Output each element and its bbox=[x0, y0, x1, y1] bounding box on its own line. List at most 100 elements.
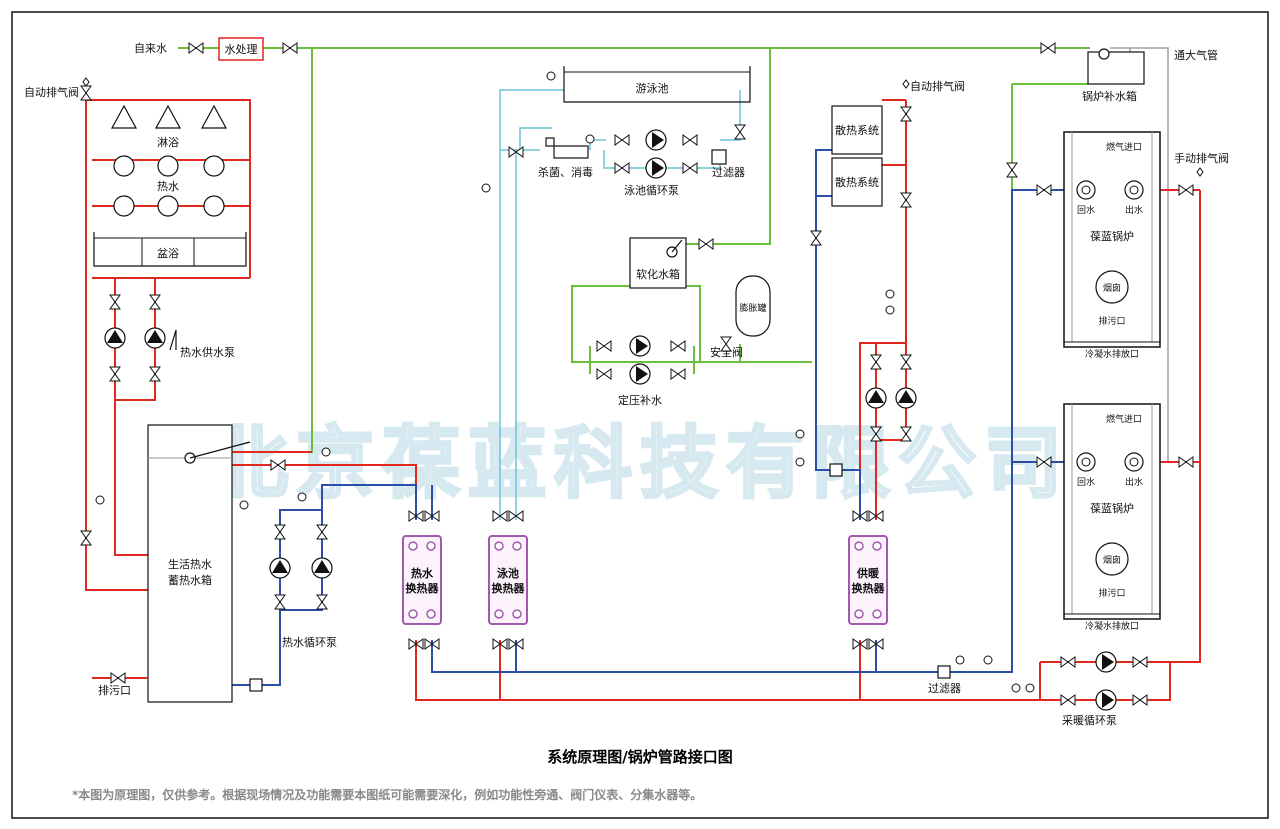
radiator-system-1 bbox=[831, 105, 883, 155]
circ-pump-valve bbox=[316, 524, 328, 540]
storage-tank-label-1: 生活热水 bbox=[168, 557, 212, 571]
swimming-pool bbox=[563, 66, 751, 103]
pool-pump-label: 泳池循环泵 bbox=[624, 183, 679, 197]
filter-icon bbox=[937, 665, 951, 679]
softened-tank-valve bbox=[698, 238, 714, 250]
sterilizer-unit bbox=[553, 145, 589, 159]
hot-water-circ-pump-label: 热水循环泵 bbox=[282, 636, 337, 649]
heating-pump-valve bbox=[1060, 694, 1076, 706]
heating-pump-valve bbox=[1060, 656, 1076, 668]
circ-pump-valve bbox=[274, 524, 286, 540]
heating-pump-label: 采暖循环泵 bbox=[1062, 714, 1117, 727]
pressure-gauge-icon bbox=[585, 134, 595, 144]
tap-water-valve bbox=[188, 42, 204, 54]
radiator1-label: 散热系统 bbox=[835, 123, 879, 137]
auto-vent-right-label: 自动排气阀 bbox=[910, 79, 965, 93]
pressure-makeup-pump-icon bbox=[629, 363, 651, 385]
pool-pump-icon bbox=[645, 129, 667, 151]
heating-circ-pump-icon bbox=[1095, 651, 1117, 673]
boiler-return-valve bbox=[1036, 184, 1052, 196]
hx-pool-label-2: 换热器 bbox=[492, 581, 526, 595]
auto-vent-left-valve bbox=[80, 85, 92, 101]
auto-vent-left-label: 自动排气阀 bbox=[24, 85, 79, 99]
pool-label: 游泳池 bbox=[636, 81, 669, 95]
supply-pump-valve bbox=[149, 294, 161, 310]
hot-water-label: 热水 bbox=[157, 180, 179, 193]
flue-label-2: 烟囱 bbox=[1103, 554, 1121, 566]
radiator-pump-icon bbox=[895, 387, 917, 409]
pressure-gauge-icon bbox=[95, 495, 105, 505]
makeup-pump-valve bbox=[670, 368, 686, 380]
hx-hot-label-2: 换热器 bbox=[406, 581, 440, 595]
filter-icon bbox=[711, 149, 727, 165]
check-valve-icon bbox=[169, 329, 177, 351]
shower-fixtures bbox=[110, 104, 228, 129]
circ-pump-valve bbox=[316, 594, 328, 610]
condensate-label-2: 冷凝水排放口 bbox=[1085, 620, 1139, 632]
return-label-2: 回水 bbox=[1077, 476, 1095, 488]
supply-pump-valve bbox=[149, 366, 161, 382]
supply-pump-valve bbox=[109, 366, 121, 382]
heating-circ-pump-icon bbox=[1095, 689, 1117, 711]
hx-heat-label-1: 供暖 bbox=[856, 566, 880, 580]
pool-pump-icon bbox=[645, 157, 667, 179]
makeup-pump-valve bbox=[596, 340, 612, 352]
boiler-makeup-tank bbox=[1087, 51, 1145, 85]
pool-pump-valve bbox=[614, 162, 630, 174]
radiator-valve bbox=[900, 192, 912, 208]
pressure-gauge-icon bbox=[885, 305, 895, 315]
drain-left-label: 排污口 bbox=[98, 683, 131, 697]
temperature-gauge-icon bbox=[795, 457, 805, 467]
makeup-bypass bbox=[589, 346, 695, 374]
safety-valve-label: 安全阀 bbox=[710, 345, 743, 359]
makeup-pump-valve bbox=[596, 368, 612, 380]
gas-inlet-label-1: 燃气进口 bbox=[1106, 141, 1142, 153]
filter-icon bbox=[829, 463, 843, 477]
sterilize-label: 杀菌、消毒 bbox=[538, 165, 593, 179]
blowdown-label-1: 排污口 bbox=[1098, 315, 1125, 327]
temperature-gauge-icon bbox=[885, 289, 895, 299]
hx-hot-label-1: 热水 bbox=[411, 566, 434, 580]
outlet-label-1: 出水 bbox=[1125, 204, 1143, 216]
boiler-outlet-valve bbox=[1178, 456, 1194, 468]
radiator-return-valve bbox=[810, 230, 822, 246]
radiator-valve bbox=[900, 106, 912, 122]
safety-valve-icon bbox=[720, 336, 732, 352]
drawing-frame bbox=[11, 11, 1269, 819]
return-water-pipes bbox=[232, 149, 1068, 686]
pool-pump-valve bbox=[682, 134, 698, 146]
water-treatment-label: 水处理 bbox=[225, 43, 258, 56]
hot-water-circ-pump-icon bbox=[269, 557, 291, 579]
pressure-gauge-icon bbox=[955, 655, 965, 665]
storage-tank-label-2: 蓄热水箱 bbox=[168, 573, 212, 587]
expansion-tank-label: 膨胀罐 bbox=[739, 302, 766, 314]
temperature-gauge-icon bbox=[481, 183, 491, 193]
heating-heat-exchanger bbox=[848, 535, 888, 625]
auto-vent-valve-icon bbox=[82, 77, 90, 87]
temperature-gauge-icon bbox=[546, 71, 556, 81]
diagram-note: *本图为原理图，仅供参考。根据现场情况及功能需要本图纸可能需要深化，例如功能性旁… bbox=[72, 787, 702, 802]
manual-vent-valve-icon bbox=[1196, 167, 1204, 177]
boiler-name-1: 葆蓝锅炉 bbox=[1090, 230, 1134, 243]
filter-icon bbox=[249, 678, 263, 692]
hot-water-circ-pump-icon bbox=[311, 557, 333, 579]
flue-label-1: 烟囱 bbox=[1103, 282, 1121, 294]
hot-water-supply-pump-label: 热水供水泵 bbox=[180, 345, 235, 359]
watermark-text: 北京葆蓝科技有限公司 bbox=[210, 419, 1070, 509]
bathtub bbox=[93, 232, 247, 267]
hx-heat-label-2: 换热器 bbox=[852, 581, 886, 595]
outlet-label-2: 出水 bbox=[1125, 476, 1143, 488]
temperature-gauge-icon bbox=[983, 655, 993, 665]
circ-pump-valve bbox=[274, 594, 286, 610]
boiler-makeup-tank-label: 锅炉补水箱 bbox=[1082, 89, 1137, 103]
storage-inlet-valve bbox=[80, 530, 92, 546]
atm-vent-label: 通大气管 bbox=[1174, 48, 1218, 62]
pressure-gauge-icon bbox=[1011, 683, 1021, 693]
filter-bottom-label: 过滤器 bbox=[928, 682, 961, 695]
hot-water-supply-pump-icon bbox=[104, 327, 126, 349]
radiator-system-2 bbox=[831, 157, 883, 207]
softened-tank-label: 软化水箱 bbox=[636, 267, 680, 281]
temperature-gauge-icon bbox=[1025, 683, 1035, 693]
boiler-makeup-valve bbox=[1040, 42, 1056, 54]
